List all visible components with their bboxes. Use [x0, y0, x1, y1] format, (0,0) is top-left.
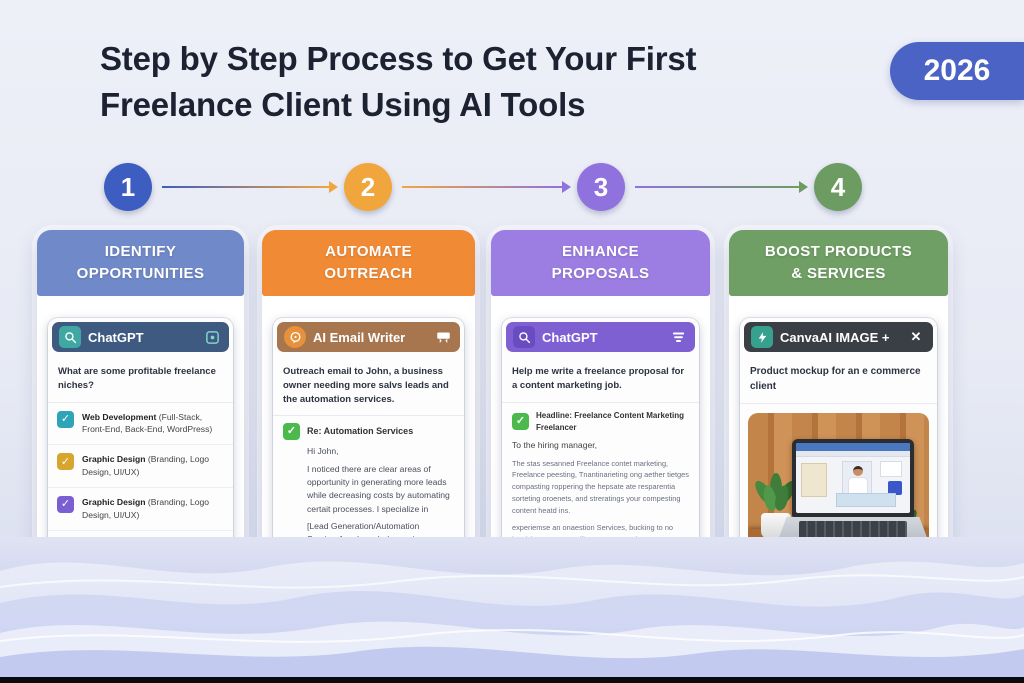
year-badge: 2026 [890, 42, 1024, 100]
page-title: Step by Step Process to Get Your First F… [100, 36, 800, 128]
list-item: ✓ Graphic Design (Branding, Logo Design,… [48, 488, 233, 531]
person-on-screen [842, 461, 872, 499]
checkbox-checked-icon[interactable]: ✓ [283, 423, 300, 441]
email-writer-toolbar: AI Email Writer [277, 322, 460, 352]
list-item-text: Graphic Design (Branding, Logo Design, U… [82, 454, 210, 478]
list-item-text: Web Development (Full-Stack, Front-End, … [82, 411, 213, 435]
laptop-keyboard [774, 517, 929, 551]
close-icon[interactable]: ✕ [910, 329, 922, 344]
prompt-text: Product mockup for an e commerce client [740, 356, 937, 404]
step-number-2: 2 [360, 171, 376, 202]
prompt-text: Outreach email to John, a business owner… [273, 356, 464, 417]
tool-name: ChatGPT [88, 329, 144, 345]
list-item-text: Graphic Design (Branding, Logo Design, U… [82, 497, 210, 520]
email-paragraph: I noticed there are clear areas of oppor… [307, 463, 450, 514]
step-number-1: 1 [120, 171, 136, 202]
page-title-line2: Freelance Client Using AI Tools [100, 86, 586, 124]
canva-toolbar: CanvaAI IMAGE + ✕ [744, 322, 933, 352]
step-number-3: 3 [593, 171, 609, 202]
proposal-paragraph: The stas sesanned Freelance contet marke… [512, 458, 689, 515]
checkbox-checked-icon[interactable]: ✓ [512, 413, 529, 431]
step-circle-2: 2 [344, 163, 392, 211]
search-icon[interactable] [513, 326, 535, 348]
tool-name: CanvaAI IMAGE + [780, 329, 890, 345]
flag-icon[interactable] [433, 331, 453, 344]
search-icon[interactable] [59, 326, 81, 348]
step-card-boost-products: BOOST PRODUCTS & SERVICES CanvaAI IMAGE … [729, 230, 948, 589]
proposal-headline-row: ✓ Headline: Freelance Content Marketing … [512, 410, 689, 435]
list-item: ✓ Graphic Design (Branding, Logo Design,… [48, 445, 233, 489]
card-title-line2: PROPOSALS [551, 265, 650, 282]
step-card-identify-opportunities: IDENTIFY OPPORTUNITIES ChatGPT What are … [37, 230, 244, 580]
tool-name: AI Email Writer [313, 329, 406, 345]
card-title-line1: BOOST PRODUCTS [764, 243, 913, 261]
card-title-line2: & SERVICES [791, 265, 886, 282]
list-item: ✓ Web Development (Full-Stack, Front-End… [48, 403, 233, 446]
laptop-screen [792, 439, 914, 517]
tool-name: ChatGPT [542, 329, 598, 345]
step-circle-1: 1 [104, 163, 152, 211]
arrow-1-2 [162, 181, 338, 193]
step-circle-3: 3 [577, 163, 625, 211]
chatgpt-mockup-1: ChatGPT What are some profitable freelan… [48, 318, 233, 573]
prompt-text: Help me write a freelance proposal for a… [502, 356, 699, 403]
step-circle-4: 4 [814, 163, 862, 211]
year-badge-label: 2026 [923, 54, 991, 87]
checkbox-checked-icon[interactable]: ✓ [57, 496, 74, 514]
lightning-icon[interactable] [751, 326, 773, 348]
arrow-2-3 [402, 181, 571, 193]
laptop-screen-content [796, 443, 910, 513]
email-subject: Re: Automation Services [307, 425, 414, 436]
chat-bubble-icon[interactable] [284, 326, 306, 348]
step-card-automate-outreach: AUTOMATE OUTREACH AI Email Writer Outrea… [262, 230, 475, 631]
checkbox-checked-icon[interactable]: ✓ [57, 410, 74, 428]
card-title-line2: OPPORTUNITIES [76, 265, 205, 282]
step-card-enhance-proposals: ENHANCE PROPOSALS ChatGPT Help me write … [491, 230, 710, 644]
arrowhead-icon [799, 181, 808, 193]
email-subject-row: ✓ Re: Automation Services [283, 423, 454, 441]
chatgpt-toolbar-1: ChatGPT [52, 322, 229, 352]
card-title-line1: ENHANCE [562, 243, 639, 261]
card-body-1: ChatGPT What are some profitable freelan… [37, 296, 244, 583]
menu-lines-icon[interactable] [668, 331, 688, 344]
card-title-line1: AUTOMATE [325, 243, 412, 261]
arrowhead-icon [562, 181, 571, 193]
proposal-headline: Headline: Freelance Content Marketing Fr… [536, 410, 685, 432]
card-header-4: BOOST PRODUCTS & SERVICES [729, 230, 948, 296]
arrowhead-icon [329, 181, 338, 193]
card-header-1: IDENTIFY OPPORTUNITIES [37, 230, 244, 296]
email-greeting: Hi John, [307, 446, 339, 457]
prompt-text: What are some profitable freelance niche… [48, 356, 233, 403]
proposal-salutation: To the hiring manager, [512, 440, 598, 451]
page-title-line1: Step by Step Process to Get Your First [100, 40, 697, 77]
card-title-line2: OUTREACH [324, 265, 413, 282]
checkbox-checked-icon[interactable]: ✓ [57, 453, 74, 471]
waves-decoration [0, 537, 1024, 677]
step-number-4: 4 [830, 171, 846, 202]
chatgpt-toolbar-3: ChatGPT [506, 322, 695, 352]
app-window-icon[interactable] [202, 330, 222, 345]
arrow-3-4 [635, 181, 808, 193]
card-title-line1: IDENTIFY [104, 243, 177, 261]
card-header-3: ENHANCE PROPOSALS [491, 230, 710, 296]
bottom-bar [0, 677, 1024, 683]
card-header-2: AUTOMATE OUTREACH [262, 230, 475, 296]
